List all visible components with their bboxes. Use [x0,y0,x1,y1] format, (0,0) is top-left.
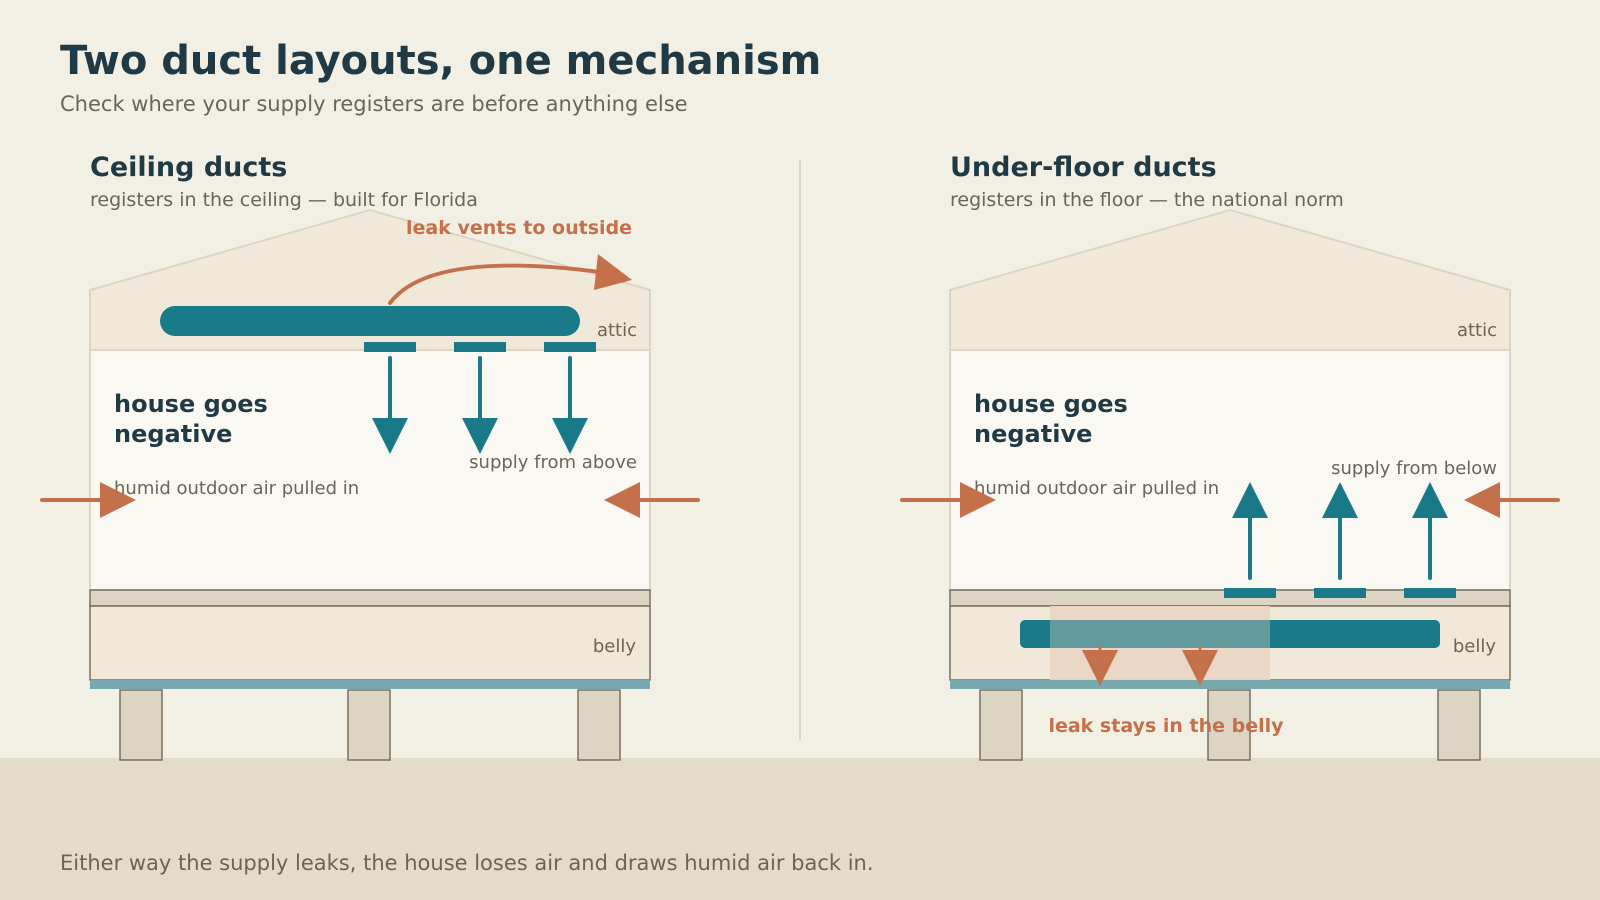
up-arrow-icon [1412,482,1448,518]
down-arrow-icon [1082,650,1118,686]
infiltration-arrow-right [1464,482,1560,518]
ground [0,758,1600,900]
negative-pressure-label: house goes [974,390,1128,418]
infiltration-arrow-left [900,482,996,518]
supply-label: supply from below [1331,458,1497,479]
pier [119,689,163,761]
leak-label: leak stays in the belly [1048,715,1284,737]
up-arrow-icon [1232,482,1268,518]
belly-label: belly [593,636,637,657]
up-arrow-icon [1322,482,1358,518]
negative-pressure-label: house goes [114,390,268,418]
attic-label: attic [1457,320,1497,341]
panel-ceiling-ducts: Ceiling ducts registers in the ceiling —… [40,152,700,761]
down-arrow-icon [462,418,498,454]
belly-space [89,605,651,681]
panel-subtitle: registers in the ceiling — built for Flo… [90,189,478,211]
belly-wrap [90,680,650,689]
right-arrow-icon [100,482,136,518]
supply-duct [1020,620,1440,648]
down-arrow-icon [372,418,408,454]
supply-arrows [1232,482,1448,580]
pier [1437,689,1481,761]
panel-title: Ceiling ducts [90,152,287,183]
left-arrow-icon [1464,482,1500,518]
infiltration-arrow-right [604,482,700,518]
attic-label: attic [597,320,637,341]
floor-register [1404,588,1456,598]
supply-label: supply from above [469,452,637,473]
attic-space [949,208,1511,351]
leak-arrow-head-icon [594,254,632,290]
right-arrow-icon [960,482,996,518]
negative-pressure-label-2: negative [114,420,232,448]
floor-register [1314,588,1366,598]
pier [577,689,621,761]
ceiling-register [454,342,506,352]
supply-duct [160,306,580,336]
infiltration-label: humid outdoor air pulled in [114,478,359,499]
pier [347,689,391,761]
panel-title: Under-floor ducts [950,152,1217,183]
leak-arrows [1082,646,1218,686]
panel-under-floor-ducts: Under-floor ducts registers in the floor… [900,152,1560,761]
footer-caption: Either way the supply leaks, the house l… [60,851,874,875]
supply-arrows [372,356,588,454]
leak-label: leak vents to outside [406,217,632,239]
panel-subtitle: registers in the floor — the national no… [950,189,1344,211]
page-subtitle: Check where your supply registers are be… [60,92,688,116]
ceiling-register [544,342,596,352]
infiltration-label: humid outdoor air pulled in [974,478,1219,499]
pier [1207,689,1251,761]
belly-label: belly [1453,636,1497,657]
floor-deck [89,589,651,607]
living-space [89,349,651,591]
ceiling-register [364,342,416,352]
down-arrow-icon [1182,650,1218,686]
page-title: Two duct layouts, one mechanism [60,38,821,84]
negative-pressure-label-2: negative [974,420,1092,448]
leak-arrow [388,254,632,305]
down-arrow-icon [552,418,588,454]
left-arrow-icon [604,482,640,518]
belly-wrap [950,680,1510,689]
belly-leak-overlay [1050,606,1270,680]
infiltration-arrow-left [40,482,136,518]
living-space [949,349,1511,591]
pier [979,689,1023,761]
floor-register [1224,588,1276,598]
